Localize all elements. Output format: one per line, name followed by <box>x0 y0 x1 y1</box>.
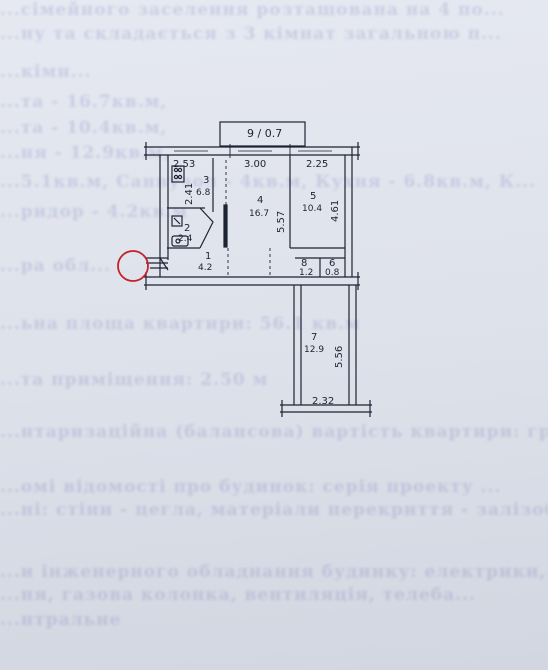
room-area: 16.7 <box>249 209 270 219</box>
outer-walls <box>144 146 372 417</box>
bg-text-line: ...ра обл... <box>0 256 111 276</box>
dim-room5-depth: 4.61 <box>330 199 341 222</box>
room-area: 0.8 <box>325 268 340 278</box>
openings <box>225 160 271 276</box>
bg-text-line: ...ьна площа квартири: 56.1 кв.м <box>0 314 361 334</box>
bg-text-line: ...та приміщення: 2.50 м <box>0 370 269 390</box>
dim-left-room3: 2.41 <box>184 182 195 205</box>
bg-text-line: ...ня - 12.9кв.м, <box>0 143 171 163</box>
building-label: 9 / 0.7 <box>247 127 283 140</box>
stove-icon <box>171 165 185 183</box>
dim-room7-depth: 5.56 <box>334 345 345 368</box>
bg-text-line: ...5.1кв.м, Санвузол - 4кв.м, Кухня - 6.… <box>0 172 536 192</box>
room-number: 8 <box>301 258 308 269</box>
dim-room4-depth: 5.57 <box>276 210 287 233</box>
bg-text-line: ...и інженерного обладнання будинку: еле… <box>0 562 548 582</box>
room-area: 6.8 <box>196 188 211 198</box>
room-area: 10.4 <box>302 204 323 214</box>
dim-top-room5: 2.25 <box>306 159 329 170</box>
bath-icon <box>171 235 189 247</box>
partition-wall <box>223 204 228 248</box>
room-area: 12.9 <box>304 345 325 355</box>
building-label-frame <box>219 121 306 147</box>
entrance-marker-icon <box>117 250 149 282</box>
room-number: 1 <box>205 251 212 262</box>
room-number: 5 <box>310 191 317 202</box>
room-number: 6 <box>329 258 336 269</box>
bg-text-line: ...сімейного заселення розташована на 4 … <box>0 0 505 20</box>
entrance-door <box>146 257 169 271</box>
room-number: 7 <box>311 332 318 343</box>
room-area: 1.2 <box>299 268 314 278</box>
interior-walls <box>167 155 345 277</box>
bg-text-line: ...ридор - 4.2кв.м <box>0 202 189 222</box>
room-number: 3 <box>203 175 210 186</box>
bg-text-line: ...нтаризаційна (балансова) вартість ква… <box>0 422 548 442</box>
bg-text-line: ...ні: стіни - цегла, матеріали перекрит… <box>0 500 548 520</box>
bg-text-line: ...ня, газова колонка, вентиляція, телеб… <box>0 585 476 605</box>
bg-text-line: ...нтральне <box>0 610 122 630</box>
bg-text-line: ...ну та складається з 3 кімнат загально… <box>0 24 502 44</box>
dim-balcony-bottom: 2.32 <box>312 396 335 407</box>
dim-top-room4: 3.00 <box>244 159 267 170</box>
bg-text-line: ...омі відомості про будинок: серія прое… <box>0 477 502 497</box>
bg-text-line: ...та - 16.7кв.м, <box>0 92 168 112</box>
wall-ticks <box>145 142 359 290</box>
bg-text-line: ...та - 10.4кв.м, <box>0 118 168 138</box>
room-area: 2.4 <box>178 234 193 244</box>
dim-top-room3: 2.53 <box>173 159 196 170</box>
sink-icon <box>171 215 183 227</box>
room-number: 4 <box>257 195 264 206</box>
room-area: 4.2 <box>198 263 213 273</box>
room-number: 2 <box>184 223 191 234</box>
bg-text-line: ...кімн... <box>0 62 92 82</box>
